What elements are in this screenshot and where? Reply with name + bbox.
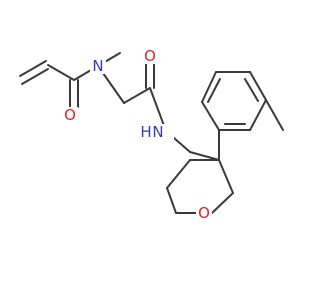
atom-label-o1: O [64,106,76,124]
atom-oxygen-second: O [142,47,158,65]
bond-vinyl-double-b [21,68,49,85]
bond-ring-2 [211,192,234,214]
bonds [19,52,284,214]
bond-vinyl-carbonyl [47,64,75,81]
bond-ring-5 [166,159,191,189]
atom-nh-group: N H [140,123,174,141]
bond-benzene-inner-2 [244,78,259,102]
molecule-structure: O N O N H O [19,47,284,222]
atom-oxygen-ring: O [196,204,212,222]
molecule-canvas: O N O N H O [19,47,284,222]
atom-label-h: H [140,123,151,141]
atom-oxygen-amide: O [62,106,78,124]
atom-label-o3: O [198,204,210,222]
bond-ch2-quaternary [189,151,220,161]
bond-benzene-4 [249,71,267,101]
atom-label-o2: O [144,47,156,65]
atom-nitrogen-amide: N [90,57,106,75]
bond-benzene-2 [201,71,217,103]
bond-ring-4 [166,187,177,214]
bond-benzene-1 [201,101,220,131]
bond-aryl-methyl [265,99,284,131]
bond-benzene-inner-1 [207,78,221,103]
atoms: O N O N H O [62,47,212,222]
bond-vinyl-double-a [19,60,47,77]
bond-carbonyl2-nh [149,87,167,132]
atom-label-n1: N [92,57,103,75]
atom-label-n2: N [152,123,163,141]
bond-ring-1 [218,159,234,194]
bond-ch2-carbonyl [123,87,151,104]
bond-benzene-5 [249,99,267,131]
